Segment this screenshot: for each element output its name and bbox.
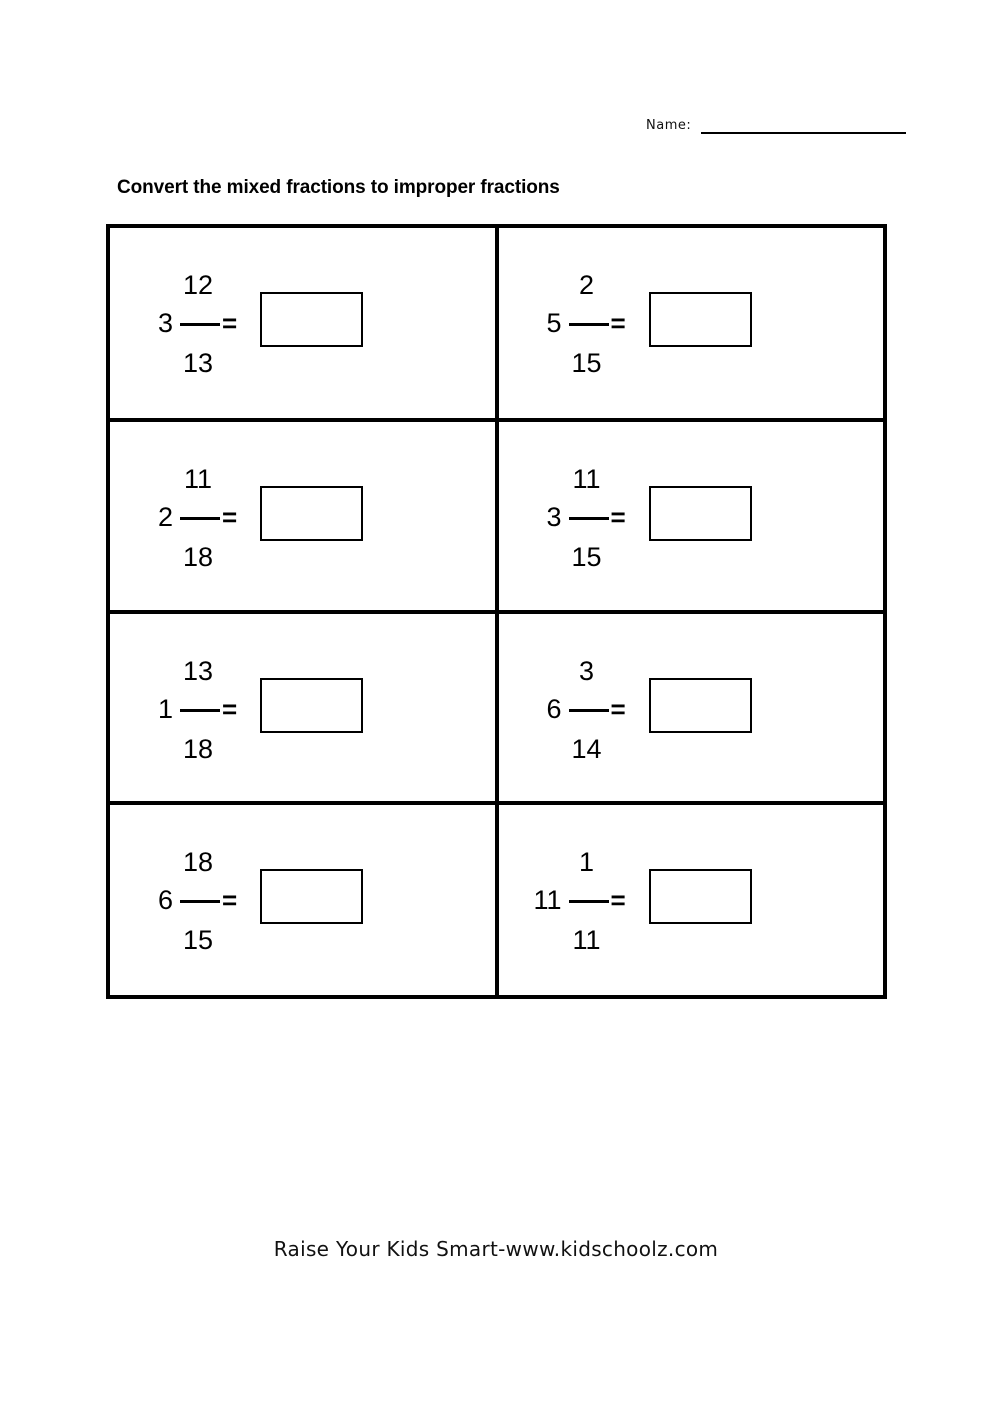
- answer-box[interactable]: [648, 292, 752, 347]
- fraction-bar: [180, 900, 220, 904]
- equals-sign: =: [222, 885, 238, 916]
- problem-cell: 6 18 15 =: [110, 803, 497, 995]
- answer-box[interactable]: [648, 677, 752, 733]
- whole-number: 5: [546, 308, 562, 338]
- denominator: 14: [571, 733, 602, 764]
- equals-sign: =: [222, 693, 238, 724]
- mixed-fraction-problem: 1 13 18 =: [110, 654, 495, 764]
- problem-cell: 3 12 13 =: [110, 228, 497, 420]
- denominator: 18: [182, 733, 214, 764]
- problem-cell: 3 11 15 =: [496, 419, 884, 612]
- fraction: 12 13: [178, 268, 220, 378]
- fraction-bar: [568, 708, 609, 712]
- mixed-fraction-problem: 6 3 14 =: [499, 654, 884, 764]
- mixed-fraction-problem: 3 12 13 =: [110, 268, 495, 378]
- numerator: 3: [578, 655, 595, 686]
- fraction-bar: [180, 708, 220, 712]
- fraction: 2 15: [567, 268, 609, 378]
- mixed-fraction-problem: 6 18 15 =: [110, 845, 495, 955]
- whole-number: 2: [157, 501, 173, 532]
- fraction: 11 15: [567, 462, 609, 572]
- answer-box[interactable]: [260, 677, 363, 733]
- fraction-bar: [568, 323, 609, 326]
- fraction: 3 14: [567, 654, 609, 764]
- fraction-bar: [180, 323, 220, 326]
- answer-box[interactable]: [260, 485, 363, 541]
- fraction-bar: [568, 516, 609, 520]
- fraction: 18 15: [178, 845, 220, 955]
- mixed-fraction-problem: 2 11 18 =: [110, 462, 495, 572]
- mixed-fraction-problem: 5 2 15 =: [499, 268, 884, 378]
- problems-grid: 3 12 13 = 5 2 15 = 2 11: [106, 224, 887, 999]
- problem-cell: 2 11 18 =: [110, 419, 497, 612]
- fraction: 11 18: [178, 462, 220, 572]
- whole-number: 11: [533, 885, 562, 916]
- fraction-bar: [568, 900, 609, 904]
- equals-sign: =: [222, 308, 238, 338]
- footer-text: Raise Your Kids Smart-www.kidschoolz.com: [273, 1237, 719, 1261]
- problem-cell: 11 1 11 =: [496, 803, 884, 995]
- worksheet-title: Convert the mixed fractions to improper …: [117, 177, 560, 198]
- whole-number: 3: [546, 501, 562, 532]
- name-label: Name:: [646, 118, 692, 133]
- numerator: 2: [578, 270, 595, 300]
- numerator: 1: [578, 847, 595, 878]
- denominator: 15: [182, 925, 214, 956]
- equals-sign: =: [610, 693, 626, 724]
- whole-number: 1: [157, 693, 173, 724]
- answer-box[interactable]: [260, 292, 363, 347]
- fraction-bar: [180, 516, 220, 520]
- whole-number: 6: [157, 885, 173, 916]
- problem-cell: 5 2 15 =: [496, 228, 884, 420]
- mixed-fraction-problem: 3 11 15 =: [499, 462, 884, 572]
- numerator: 18: [182, 847, 214, 878]
- equals-sign: =: [610, 501, 626, 532]
- answer-box[interactable]: [648, 869, 752, 925]
- fraction: 13 18: [178, 654, 220, 764]
- denominator: 18: [182, 541, 214, 572]
- numerator: 11: [572, 463, 601, 494]
- mixed-fraction-problem: 11 1 11 =: [499, 845, 884, 955]
- fraction: 1 11: [567, 845, 609, 955]
- whole-number: 3: [157, 308, 173, 338]
- answer-box[interactable]: [648, 485, 752, 541]
- equals-sign: =: [610, 308, 626, 338]
- problem-cell: 6 3 14 =: [496, 611, 884, 804]
- numerator: 12: [182, 270, 214, 300]
- answer-box[interactable]: [260, 869, 363, 925]
- denominator: 15: [571, 541, 602, 572]
- name-row: Name:: [646, 118, 907, 134]
- numerator: 13: [182, 655, 214, 686]
- equals-sign: =: [610, 885, 626, 916]
- denominator: 15: [571, 348, 602, 378]
- equals-sign: =: [222, 501, 238, 532]
- denominator: 11: [572, 925, 601, 956]
- numerator: 11: [183, 463, 213, 494]
- name-field[interactable]: [701, 132, 907, 134]
- denominator: 13: [182, 348, 214, 378]
- whole-number: 6: [546, 693, 562, 724]
- problem-cell: 1 13 18 =: [110, 611, 497, 804]
